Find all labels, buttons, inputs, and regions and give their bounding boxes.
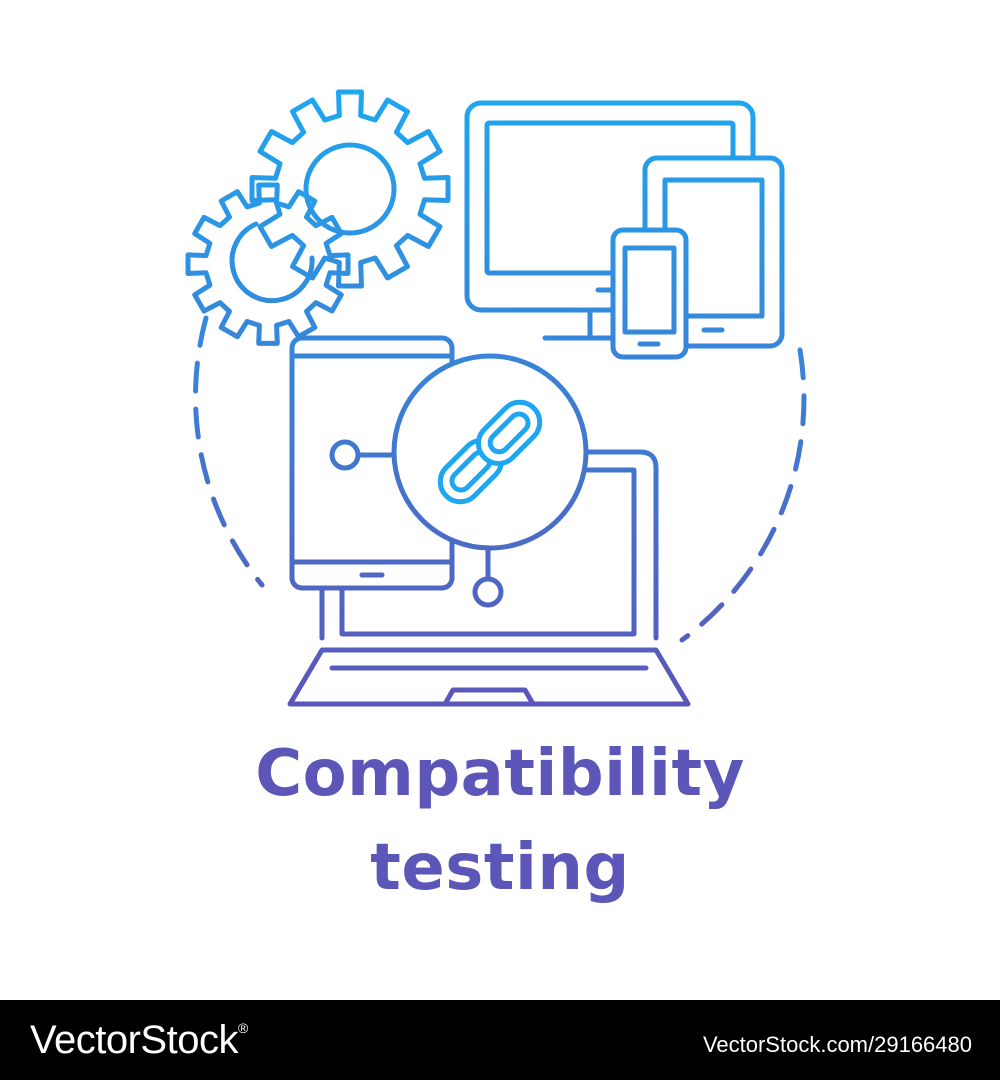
connector-nodes — [329, 439, 504, 608]
title-testing: testing — [370, 831, 630, 905]
smartphone-icon — [610, 227, 689, 360]
chain-link-icon — [391, 353, 589, 551]
title-compatibility: Compatibility — [255, 737, 745, 811]
dashed-circle-right — [679, 347, 807, 643]
concept-illustration — [185, 89, 807, 707]
watermark-footer: VectorStock® VectorStock.com/29166480 — [0, 1000, 1000, 1080]
gear-icon — [185, 182, 351, 346]
illustration-canvas: Compatibility testing — [185, 89, 807, 905]
brand-name: VectorStock — [30, 1018, 238, 1062]
dashed-circle-left — [193, 315, 265, 588]
image-id-text: VectorStock.com/29166480 — [702, 1032, 972, 1057]
brand-logo[interactable]: VectorStock® — [30, 1018, 248, 1063]
gear-icon — [249, 89, 451, 289]
registered-mark: ® — [237, 1020, 248, 1036]
